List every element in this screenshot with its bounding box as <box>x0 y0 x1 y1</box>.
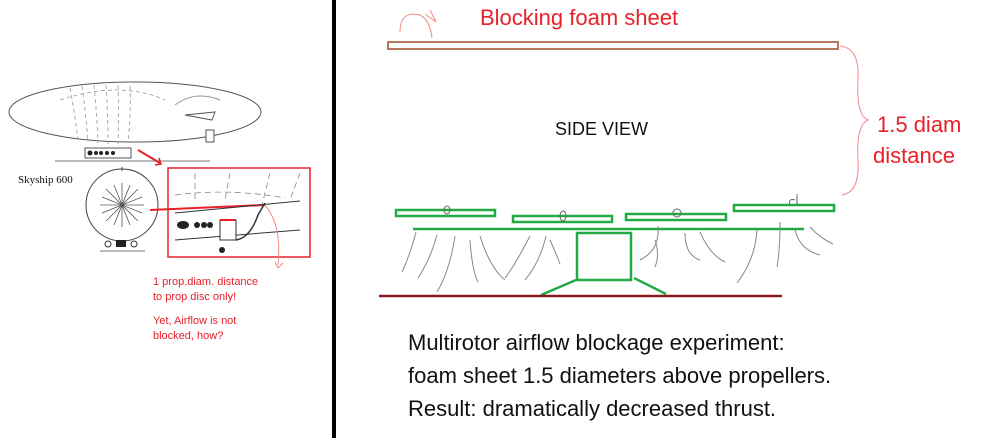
side-view-label: SIDE VIEW <box>555 119 648 139</box>
propeller <box>732 203 836 213</box>
note-line: to prop disc only! <box>153 291 236 303</box>
caption-line: foam sheet 1.5 diameters above propeller… <box>408 363 831 388</box>
propeller <box>624 212 728 222</box>
detail-inset <box>149 167 311 269</box>
caption: Multirotor airflow blockage experiment: … <box>408 330 831 421</box>
note-line: blocked, how? <box>153 330 223 342</box>
distance-label: 1.5 diam <box>877 112 961 137</box>
caption-line: Result: dramatically decreased thrust. <box>408 396 776 421</box>
distance-label: distance <box>873 143 955 168</box>
caption-line: Multirotor airflow blockage experiment: <box>408 330 785 355</box>
multirotor-drawing <box>379 194 836 298</box>
foam-label: Blocking foam sheet <box>480 5 678 30</box>
note-line: Yet, Airflow is not <box>153 315 236 327</box>
note-line: 1 prop.diam. distance <box>153 276 258 288</box>
propeller <box>394 208 497 218</box>
panel-divider <box>332 0 336 438</box>
propeller <box>511 214 614 224</box>
airship-label: Skyship 600 <box>18 174 73 186</box>
distance-bracket <box>839 45 870 196</box>
airship-drawing <box>8 81 262 252</box>
foam-sheet <box>387 41 839 50</box>
left-note: 1 prop.diam. distance to prop disc only!… <box>153 276 258 342</box>
airflow-lines <box>401 221 834 293</box>
curved-arrow-icon <box>399 13 433 39</box>
